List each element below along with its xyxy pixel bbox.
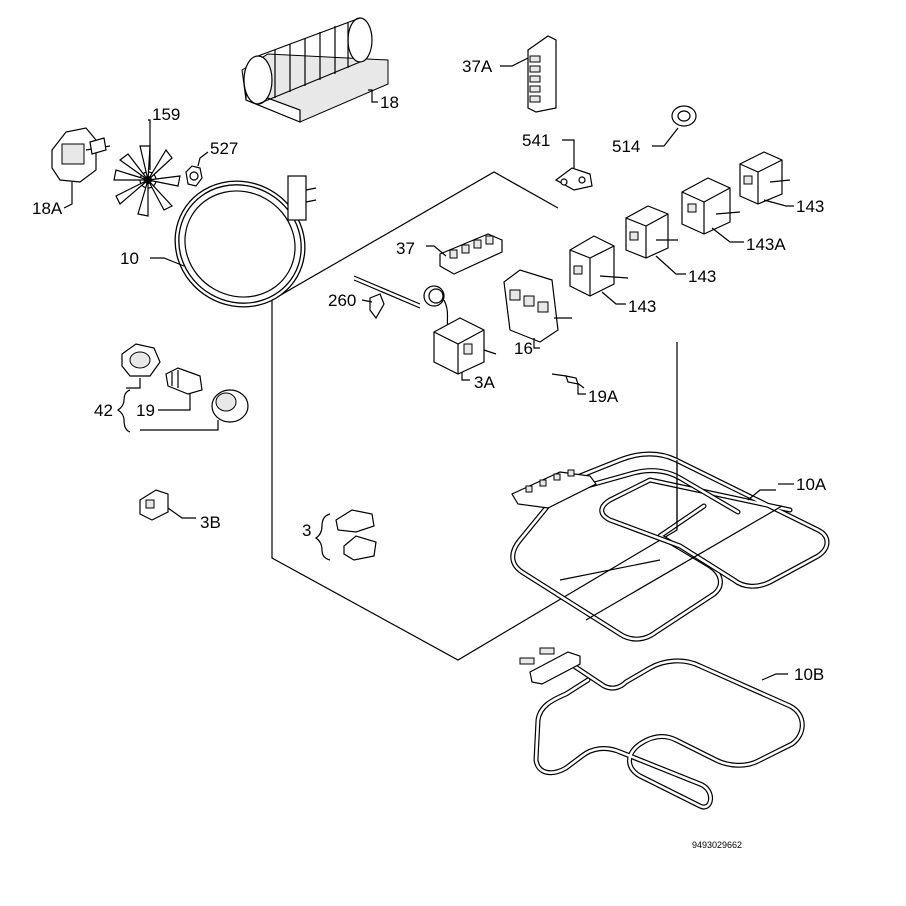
circular-heating-element-part bbox=[174, 175, 317, 308]
tangential-fan-part bbox=[241, 17, 389, 123]
label-143-low: 143 bbox=[628, 297, 656, 316]
grommet-514-part bbox=[671, 105, 697, 127]
switch-541-part bbox=[554, 167, 593, 191]
lamp-bulb-part bbox=[165, 367, 203, 395]
lamp-cover-part bbox=[211, 389, 249, 423]
drawing-code: 9493029662 bbox=[692, 840, 742, 850]
lamp-holder-part bbox=[121, 343, 161, 377]
grill-element-10a-part bbox=[510, 451, 830, 642]
label-10b: 10B bbox=[794, 665, 824, 684]
label-143a: 143A bbox=[746, 235, 786, 254]
fan-motor-part bbox=[51, 127, 111, 183]
switch-143-top-part bbox=[739, 151, 791, 205]
label-143-mid: 143 bbox=[688, 267, 716, 286]
label-19: 19 bbox=[136, 401, 155, 420]
brace-42 bbox=[116, 389, 131, 433]
label-3b: 3B bbox=[200, 513, 221, 532]
label-159: 159 bbox=[152, 105, 180, 124]
label-42: 42 bbox=[94, 401, 113, 420]
connector-3b-part bbox=[139, 489, 169, 521]
fuse-3-part bbox=[335, 509, 377, 561]
clip-19a-part bbox=[551, 373, 585, 389]
label-260: 260 bbox=[328, 291, 356, 310]
label-527: 527 bbox=[210, 139, 238, 158]
label-514: 514 bbox=[612, 137, 640, 156]
bottom-element-10b-part bbox=[519, 647, 805, 810]
label-18: 18 bbox=[380, 93, 399, 112]
label-37: 37 bbox=[396, 239, 415, 258]
label-10: 10 bbox=[120, 249, 139, 268]
label-3a: 3A bbox=[474, 373, 495, 392]
switch-143a-part bbox=[681, 177, 741, 235]
terminal-strip-37a-part bbox=[527, 35, 557, 113]
thermostat-3a-part bbox=[353, 275, 497, 375]
clip-260-part bbox=[369, 293, 385, 320]
switch-143-low-part bbox=[569, 235, 629, 297]
label-10a: 10A bbox=[796, 475, 827, 494]
nut-527-part bbox=[185, 165, 203, 187]
label-541: 541 bbox=[522, 131, 550, 150]
label-3: 3 bbox=[302, 521, 311, 540]
label-18a: 18A bbox=[32, 199, 63, 218]
terminal-block-37-part bbox=[439, 233, 503, 275]
switch-16-part bbox=[503, 269, 572, 343]
label-16: 16 bbox=[514, 339, 533, 358]
brace-3 bbox=[314, 513, 331, 561]
label-19a: 19A bbox=[588, 387, 619, 406]
label-37a: 37A bbox=[462, 57, 493, 76]
fan-impeller-part bbox=[113, 145, 181, 217]
switch-143-mid-part bbox=[625, 205, 678, 259]
label-143-top: 143 bbox=[796, 197, 824, 216]
